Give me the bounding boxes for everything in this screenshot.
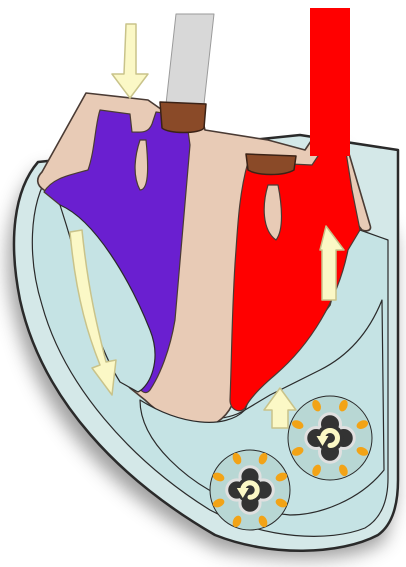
valve-right [246, 154, 296, 175]
right-tube [310, 8, 350, 156]
valve-left [160, 102, 206, 133]
rotor-right [288, 396, 372, 480]
rotor-left [210, 450, 290, 530]
inflow-arrow-icon [112, 24, 148, 98]
left-tube [166, 14, 214, 104]
